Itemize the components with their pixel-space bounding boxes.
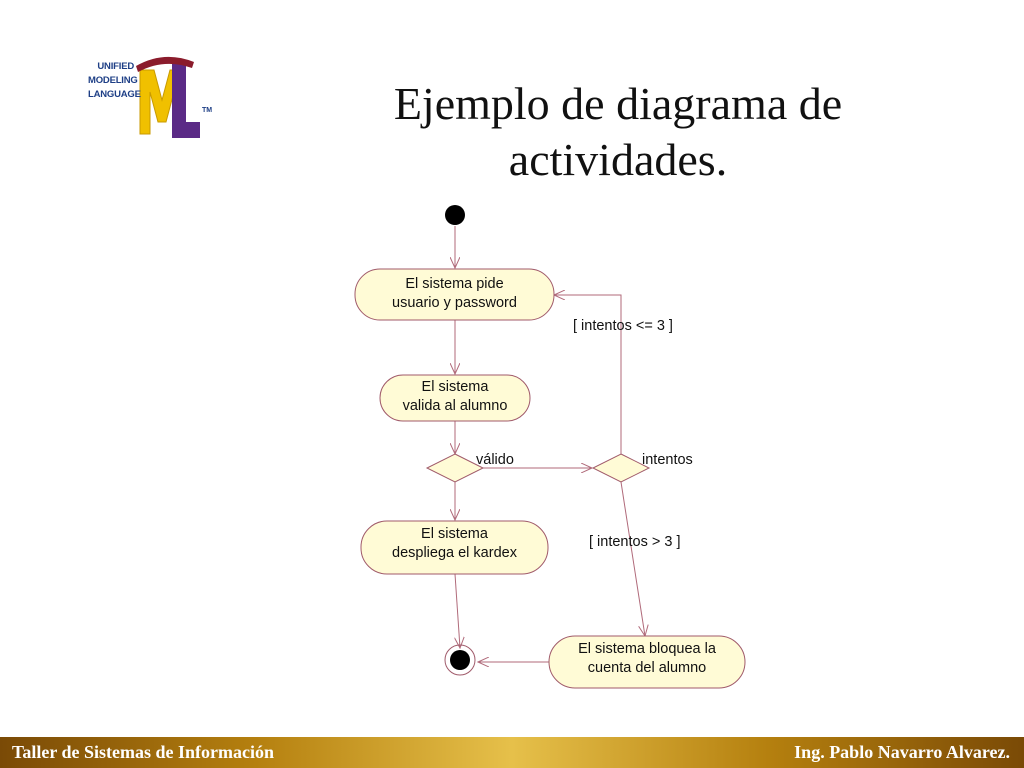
activity-valida-label: El sistema valida al alumno	[380, 378, 530, 416]
footer-bar: Taller de Sistemas de Información Ing. P…	[0, 737, 1024, 768]
activity-valida-line-2: valida al alumno	[402, 398, 508, 414]
guard-valido: válido	[476, 452, 514, 468]
logo-wordmark: UNIFIED MODELING LANGUAGE	[88, 60, 141, 102]
decision-valido	[425, 453, 485, 483]
footer-author: Ing. Pablo Navarro Alvarez.	[794, 742, 1010, 762]
logo-line-unified: UNIFIED	[97, 61, 134, 72]
activity-valida-shape	[379, 374, 531, 422]
activity-pide-line-1: El sistema pide	[405, 276, 504, 292]
decision-intentos	[591, 453, 651, 483]
edge-intentos-to-pide	[554, 295, 622, 454]
activity-bloquea-label: El sistema bloquea la cuenta del alumno	[549, 640, 745, 678]
logo-line-modeling: MODELING	[88, 75, 138, 86]
initial-node	[445, 205, 465, 225]
activity-kardex-shape	[360, 520, 549, 575]
activity-pide-shape	[354, 268, 555, 321]
activity-valida-line-1: El sistema	[421, 379, 489, 395]
slide-title-line-1: Ejemplo de diagrama de	[393, 78, 843, 129]
slide-title-line-2: actividades.	[508, 134, 728, 185]
final-node-ring	[444, 644, 476, 676]
uml-logo-mark	[136, 56, 200, 138]
uml-logo: UNIFIED MODELING LANGUAGE TM	[88, 52, 218, 144]
activity-kardex-line-1: El sistema	[421, 526, 488, 542]
activity-kardex-line-2: despliega el kardex	[392, 545, 517, 561]
logo-l-shape	[172, 62, 200, 138]
activity-pide-line-2: usuario y password	[392, 295, 517, 311]
edge-kardex-to-end	[455, 573, 460, 648]
guard-intentos: intentos	[642, 452, 693, 468]
logo-line-language: LANGUAGE	[88, 89, 141, 100]
activity-bloquea-line-1: El sistema bloquea la	[578, 641, 716, 657]
footer-course-name: Taller de Sistemas de Información	[12, 742, 275, 762]
guard-intentos-gt-3: [ intentos > 3 ]	[589, 534, 681, 550]
slide-title: Ejemplo de diagrama de actividades.	[300, 76, 936, 188]
activity-bloquea-line-2: cuenta del alumno	[587, 660, 707, 676]
guard-intentos-le-3: [ intentos <= 3 ]	[573, 318, 673, 334]
activity-bloquea-shape	[548, 635, 746, 689]
activity-pide-label: El sistema pide usuario y password	[355, 275, 554, 313]
final-node-core	[450, 650, 470, 670]
activity-kardex-label: El sistema despliega el kardex	[361, 525, 548, 563]
logo-tm: TM	[202, 107, 213, 114]
edge-intentos-to-bloquea	[620, 481, 645, 636]
logo-accent-arc	[136, 56, 194, 72]
